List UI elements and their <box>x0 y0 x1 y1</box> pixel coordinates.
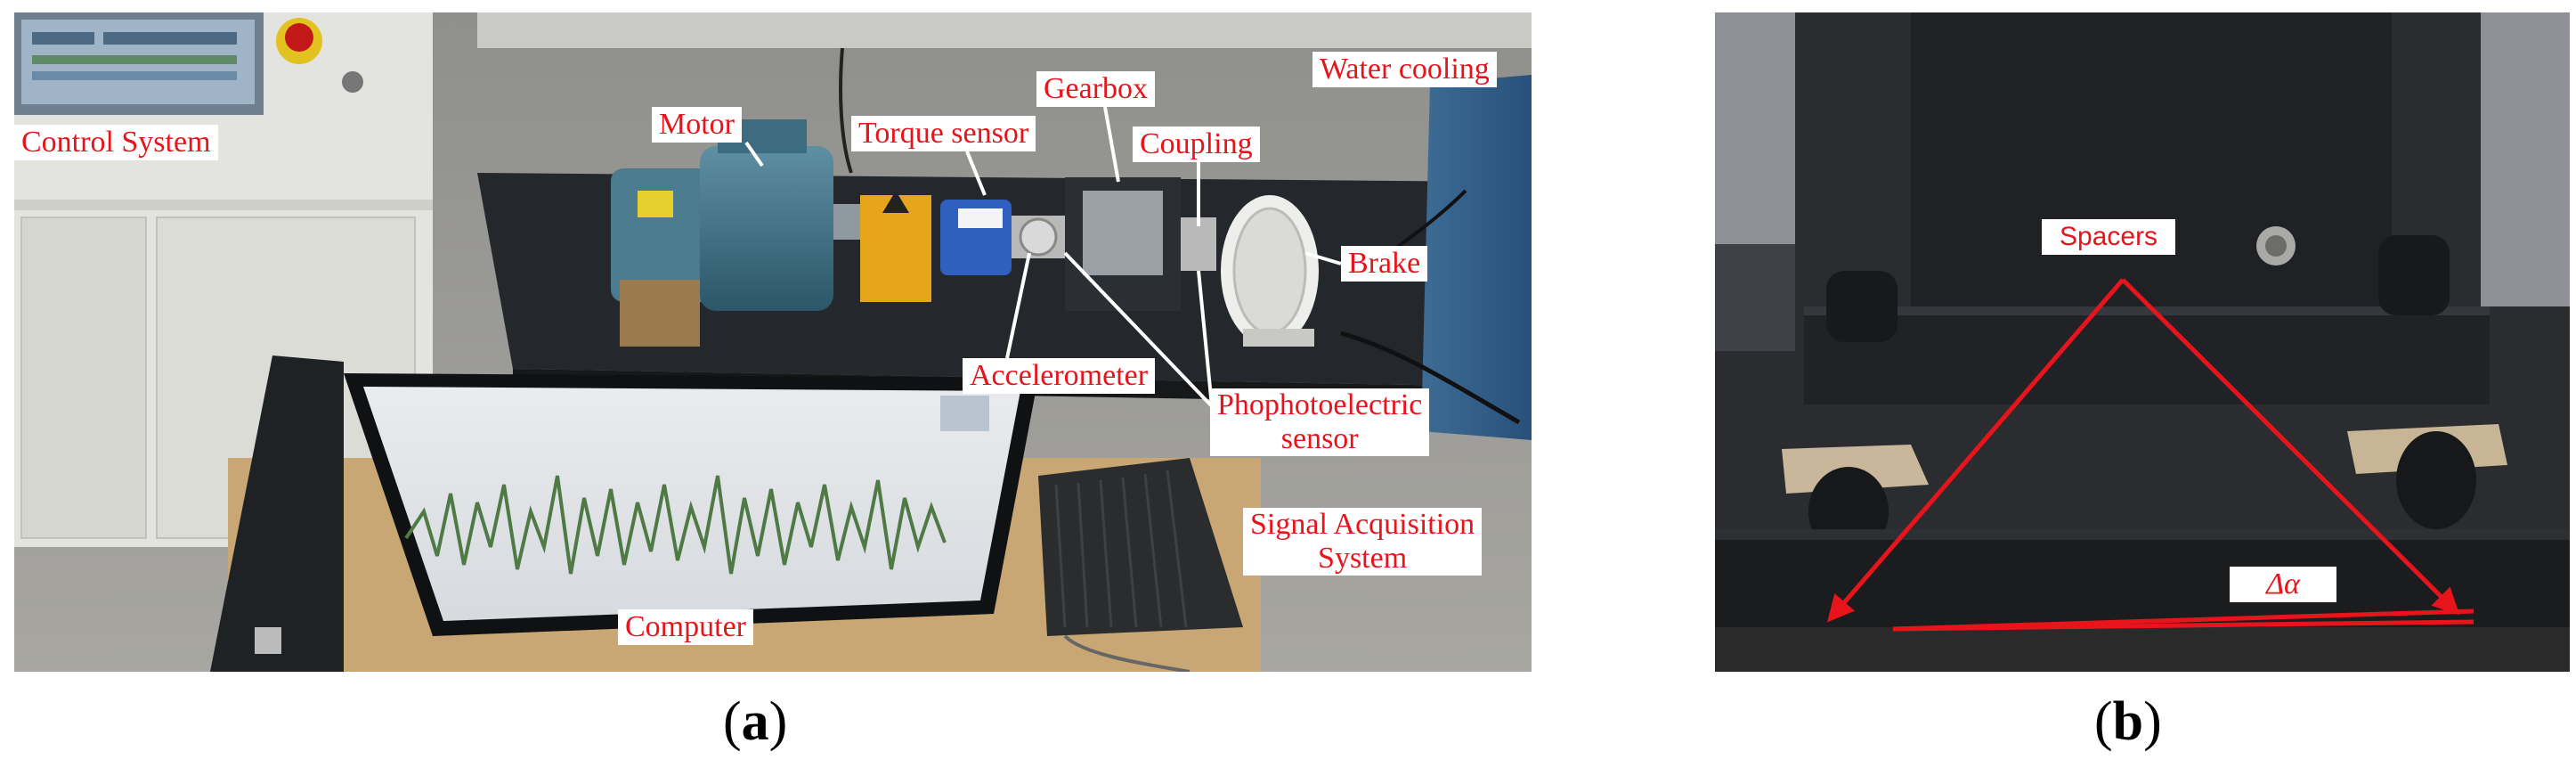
spacer-photo <box>1715 12 2570 672</box>
caption-b-close: ) <box>2143 691 2162 752</box>
spacer-arrow-left <box>1827 278 2125 623</box>
label-signal-acquisition-line2: System <box>1318 542 1408 575</box>
test-rig-photo-panel: Control System Motor Torque sensor Gearb… <box>14 12 1532 672</box>
delta-alpha-line-top <box>1892 608 2474 632</box>
label-spacers: Spacers <box>2042 219 2176 255</box>
caption-b: (b) <box>2094 686 2162 757</box>
label-signal-acquisition-line1: Signal Acquisition <box>1250 508 1475 541</box>
caption-b-open: ( <box>2094 691 2113 752</box>
label-photoelectric-sensor: Phophotoelectric sensor <box>1210 388 1430 456</box>
caption-b-letter: b <box>2112 691 2144 752</box>
caption-a-close: ) <box>768 691 788 752</box>
label-photoelectric-sensor-line1: Phophotoelectric <box>1217 388 1423 421</box>
label-control-system: Control System <box>14 125 218 160</box>
label-delta-alpha: Δα <box>2230 567 2336 602</box>
label-motor: Motor <box>652 107 742 143</box>
label-brake: Brake <box>1341 246 1428 282</box>
label-accelerometer: Accelerometer <box>963 358 1156 394</box>
arrows-b <box>1827 278 2474 632</box>
caption-a-letter: a <box>741 691 769 752</box>
label-water-cooling: Water cooling <box>1312 52 1497 87</box>
leader-lines-a <box>744 106 1342 408</box>
caption-a: (a) <box>723 686 787 757</box>
label-signal-acquisition-system: Signal Acquisition System <box>1243 508 1483 576</box>
caption-a-open: ( <box>723 691 742 752</box>
label-coupling: Coupling <box>1133 127 1260 162</box>
label-computer: Computer <box>618 609 753 645</box>
label-gearbox: Gearbox <box>1036 71 1156 107</box>
label-torque-sensor: Torque sensor <box>851 116 1036 151</box>
spacer-arrow-right <box>2121 278 2460 616</box>
spacer-photo-panel: Spacers Δα <box>1715 12 2570 672</box>
label-photoelectric-sensor-line2: sensor <box>1280 422 1359 455</box>
